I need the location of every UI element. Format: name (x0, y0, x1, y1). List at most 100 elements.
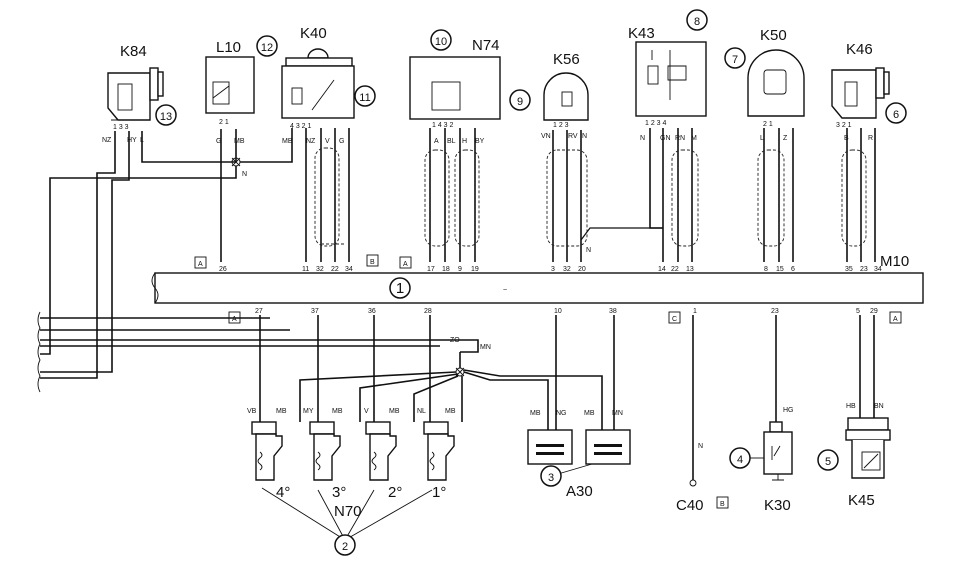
connector-tags: A B A A C A B (194, 254, 902, 509)
top-wiring: N N (40, 128, 876, 379)
svg-text:23: 23 (860, 266, 868, 273)
svg-text:G: G (339, 138, 344, 145)
svg-text:MN: MN (480, 344, 491, 351)
k46-sensor: K46 3 2 1 6 B R (831, 41, 907, 142)
svg-text:1 2 3 4: 1 2 3 4 (645, 120, 667, 127)
svg-text:13: 13 (686, 266, 694, 273)
label-k40: K40 (300, 25, 327, 42)
svg-text:NZ: NZ (102, 137, 112, 144)
callout-10: 10 (435, 36, 447, 48)
svg-text:MB: MB (530, 410, 541, 417)
svg-text:MY: MY (303, 408, 314, 415)
label-k50: K50 (760, 27, 787, 44)
svg-text:H: H (462, 138, 467, 145)
svg-text:2 1: 2 1 (219, 119, 229, 126)
svg-text:RV: RV (568, 133, 578, 140)
bottom-wiring: ZO MN VB MB MY MB V MB NL MB MB NG MB MN (40, 315, 623, 430)
svg-text:NL: NL (417, 408, 426, 415)
label-l10: L10 (216, 39, 241, 56)
svg-text:GN: GN (660, 135, 671, 142)
svg-text:2 1: 2 1 (763, 121, 773, 128)
cyl-3: 3° (332, 484, 346, 501)
svg-text:8: 8 (764, 266, 768, 273)
svg-text:15: 15 (776, 266, 784, 273)
svg-text:36: 36 (368, 308, 376, 315)
coil-3: 3° (309, 421, 346, 501)
c40-ground: N C40 (676, 315, 704, 514)
svg-text:G: G (216, 138, 221, 145)
svg-text:9: 9 (458, 266, 462, 273)
a30-injectors: 3 A30 (527, 429, 631, 500)
label-k43: K43 (628, 25, 655, 42)
svg-text:1 3 3: 1 3 3 (113, 124, 129, 131)
svg-text:N: N (586, 247, 591, 254)
cyl-2: 2° (388, 484, 402, 501)
k50-sensor: K50 2 1 7 L Z (724, 27, 805, 142)
callout-1: 1 (396, 280, 404, 297)
callout-6: 6 (893, 109, 899, 121)
svg-text:HB: HB (846, 403, 856, 410)
ecu-pins-top: 26 11 32 22 34 17 18 9 19 3 32 20 14 22 … (219, 266, 882, 273)
tag-b1: B (370, 259, 375, 266)
cyl-4: 4° (276, 484, 290, 501)
svg-text:3 2 1: 3 2 1 (836, 122, 852, 129)
label-m10: M10 (880, 253, 909, 270)
svg-text:V: V (364, 408, 369, 415)
label-k30: K30 (764, 497, 791, 514)
callout-12: 12 (261, 42, 273, 54)
l10-sensor: L10 2 1 12 G MB (205, 35, 278, 145)
svg-text:MB: MB (282, 138, 293, 145)
callout-13: 13 (160, 111, 172, 123)
svg-text:6: 6 (791, 266, 795, 273)
label-k84: K84 (120, 43, 147, 60)
label-a30: A30 (566, 483, 593, 500)
svg-text:MN: MN (612, 410, 623, 417)
callout-11: 11 (359, 92, 370, 104)
svg-text:HY: HY (127, 137, 137, 144)
svg-text:R: R (868, 135, 873, 142)
cyl-1: 1° (432, 484, 446, 501)
svg-text:29: 29 (870, 308, 878, 315)
callout-8: 8 (694, 16, 700, 28)
svg-text:ZO: ZO (450, 337, 460, 344)
tag-a2: A (403, 261, 408, 268)
svg-text:MB: MB (276, 408, 287, 415)
k45-sensor: HB BN 5 K45 (817, 315, 891, 509)
tag-a3: A (232, 316, 237, 323)
k40-sensor: K40 4 3 2 1 11 MB NZ V G (281, 25, 376, 145)
svg-text:11: 11 (302, 266, 309, 273)
ignition-coils-n70: 4° 3° 2° 1° N70 2 (251, 421, 455, 556)
callout-7: 7 (732, 54, 738, 66)
svg-text:3: 3 (551, 266, 555, 273)
svg-text:17: 17 (427, 266, 435, 273)
svg-text:34: 34 (345, 266, 353, 273)
k43-sensor: K43 1 2 3 4 8 N GN RN M (628, 9, 708, 142)
svg-text:14: 14 (658, 266, 666, 273)
svg-text:N: N (640, 135, 645, 142)
k84-sensor: K84 1 3 3 13 NZ HY L (102, 43, 177, 144)
label-c40: C40 (676, 497, 704, 514)
n74-sensor: N74 1 4 3 2 10 A BL H BY (409, 29, 501, 145)
svg-text:35: 35 (845, 266, 853, 273)
svg-text:BY: BY (475, 138, 485, 145)
coil-4: 4° (251, 421, 290, 501)
svg-text:A: A (434, 138, 439, 145)
svg-text:22: 22 (671, 266, 679, 273)
svg-text:5: 5 (856, 308, 860, 315)
left-harness (37, 311, 41, 393)
svg-text:MB: MB (445, 408, 456, 415)
svg-text:1: 1 (693, 308, 697, 315)
label-n74: N74 (472, 37, 500, 54)
svg-text:19: 19 (471, 266, 479, 273)
svg-text:NZ: NZ (306, 138, 316, 145)
svg-text:N: N (242, 171, 247, 178)
svg-text:10: 10 (554, 308, 562, 315)
svg-text:28: 28 (424, 308, 432, 315)
svg-text:32: 32 (316, 266, 324, 273)
callout-5: 5 (825, 456, 831, 468)
coil-1: 1° (423, 421, 455, 501)
svg-text:MB: MB (234, 138, 245, 145)
svg-text:MB: MB (389, 408, 400, 415)
svg-text:22: 22 (331, 266, 339, 273)
